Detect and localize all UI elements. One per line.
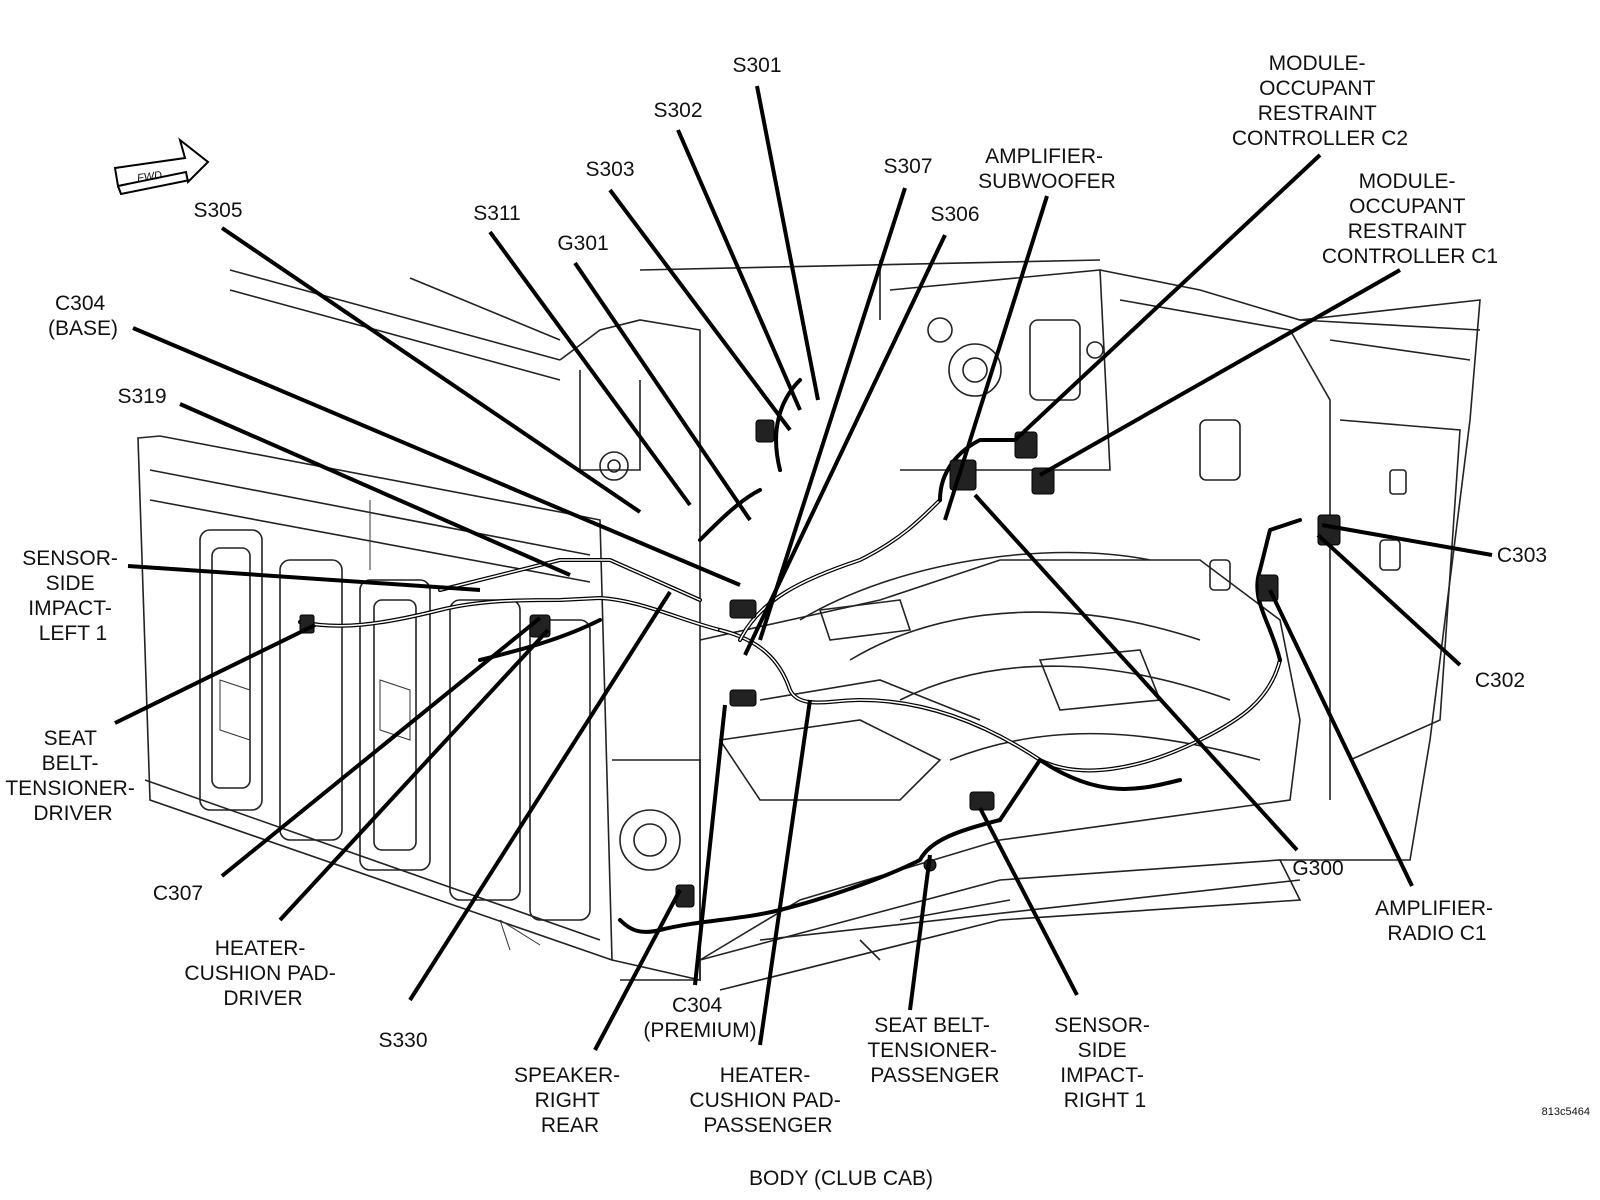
callout-c304-premium: C304 (PREMIUM) xyxy=(643,994,756,1042)
figure-caption: BODY (CLUB CAB) xyxy=(749,1167,933,1190)
vehicle-body-drawing xyxy=(137,259,1481,991)
callout-c303: C303 xyxy=(1497,544,1547,567)
callout-heater-passenger: HEATER- CUSHION PAD- PASSENGER xyxy=(689,1064,846,1137)
callout-s307: S307 xyxy=(883,155,932,178)
callout-s319: S319 xyxy=(117,385,166,408)
callout-g301: G301 xyxy=(557,232,608,255)
callout-orc-c1: MODULE- OCCUPANT RESTRAINT CONTROLLER C1 xyxy=(1322,170,1498,268)
callout-sensor-right: SENSOR- SIDE IMPACT- RIGHT 1 xyxy=(1054,1014,1156,1112)
callout-g300: G300 xyxy=(1292,857,1343,880)
callout-speaker-right-rear: SPEAKER- RIGHT REAR xyxy=(514,1064,626,1137)
callout-labels: S301 S302 S303 S307 S306 S305 S311 G301 … xyxy=(5,52,1547,1137)
callout-s306: S306 xyxy=(930,203,979,226)
callout-sensor-left: SENSOR- SIDE IMPACT- LEFT 1 xyxy=(22,547,124,645)
callout-c304-base: C304 (BASE) xyxy=(48,292,118,340)
callout-amplifier-subwoofer: AMPLIFIER- SUBWOOFER xyxy=(978,145,1116,193)
callout-c302: C302 xyxy=(1475,669,1525,692)
callout-s302: S302 xyxy=(653,99,702,122)
callout-s301: S301 xyxy=(732,54,781,77)
wiring-harness xyxy=(298,378,1302,934)
leader-lines xyxy=(114,85,1493,1051)
callout-tensioner-driver: SEAT BELT- TENSIONER- DRIVER xyxy=(5,727,140,825)
forward-arrow-icon: FWD xyxy=(113,137,210,196)
forward-label: FWD xyxy=(136,169,163,184)
callout-s305: S305 xyxy=(193,199,242,222)
callout-amplifier-radio: AMPLIFIER- RADIO C1 xyxy=(1375,897,1499,945)
callout-s303: S303 xyxy=(585,158,634,181)
callout-s311: S311 xyxy=(473,202,521,225)
callout-c307: C307 xyxy=(153,882,203,905)
callout-tensioner-passenger: SEAT BELT- TENSIONER- PASSENGER xyxy=(867,1014,1002,1087)
figure-id: 813c5464 xyxy=(1542,1106,1590,1118)
callout-s330: S330 xyxy=(378,1029,427,1052)
callout-heater-driver: HEATER- CUSHION PAD- DRIVER xyxy=(184,937,341,1010)
callout-orc-c2: MODULE- OCCUPANT RESTRAINT CONTROLLER C2 xyxy=(1232,52,1408,150)
